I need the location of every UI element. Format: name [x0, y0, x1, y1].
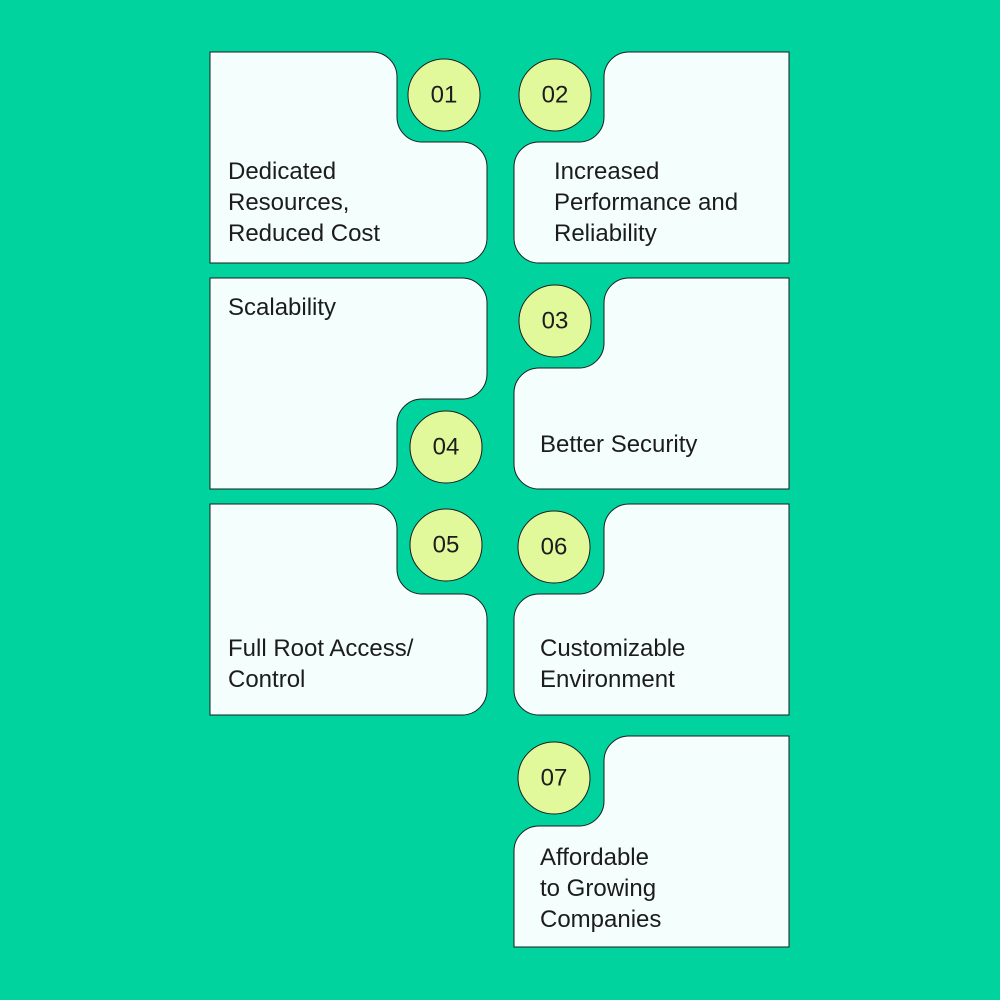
badge-03: [518, 284, 592, 358]
card-05-shape: [209, 503, 488, 716]
badge-05: [409, 508, 483, 582]
card-06-text: Customizable Environment: [540, 635, 686, 693]
badge-06-number: 06: [541, 534, 568, 561]
badge-07: [517, 741, 591, 815]
card-05-text: Full Root Access/ Control: [228, 635, 414, 693]
card-03: 03: [513, 277, 790, 490]
card-01-text: Dedicated Resources, Reduced Cost: [228, 158, 381, 247]
card-04-shape: [209, 277, 488, 490]
badge-04-number: 04: [433, 434, 460, 461]
card-03-shape: [513, 277, 790, 490]
card-07-text: Affordable to Growing Companies: [540, 844, 662, 933]
card-07-shape: [513, 735, 790, 948]
badge-01-number: 01: [431, 82, 458, 109]
badge-02: [518, 58, 592, 132]
card-02-shape: [513, 51, 790, 264]
badge-04: [409, 410, 483, 484]
badge-03-number: 03: [542, 308, 569, 335]
card-01: 01: [209, 51, 488, 264]
badge-07-number: 07: [541, 765, 568, 792]
card-06: 06: [513, 503, 790, 716]
badge-01: [407, 58, 481, 132]
card-02: 02: [513, 51, 790, 264]
card-04: 04: [209, 277, 488, 490]
badge-05-number: 05: [433, 532, 460, 559]
card-03-text: Better Security: [540, 431, 698, 458]
card-06-shape: [513, 503, 790, 716]
card-01-shape: [209, 51, 488, 264]
badge-02-number: 02: [542, 82, 569, 109]
badge-06: [517, 510, 591, 584]
card-04-text: Scalability: [228, 294, 337, 321]
card-05: 05: [209, 503, 488, 716]
card-02-text: Increased Performance and Reliability: [554, 158, 739, 247]
card-07: 07: [513, 735, 790, 948]
